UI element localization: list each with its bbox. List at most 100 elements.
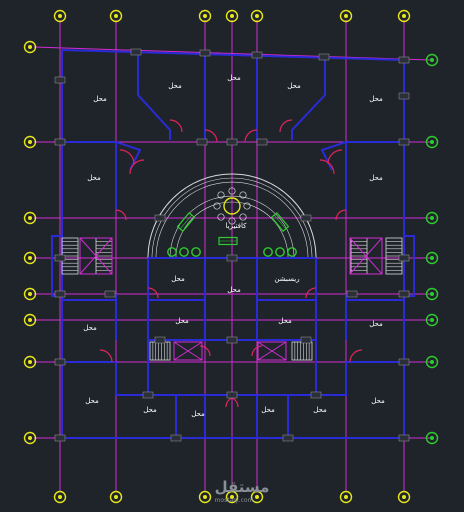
- room-label-shop: محل: [87, 174, 101, 182]
- grid-bubble-dot: [430, 140, 434, 144]
- door-swing: [199, 345, 211, 357]
- room-label-shop: محل: [287, 82, 301, 90]
- dimension-tag: [226, 336, 238, 344]
- grid-bubble-dot: [203, 495, 207, 499]
- dimension-tag: [398, 92, 410, 100]
- round-table: [191, 247, 201, 257]
- door-swing: [305, 287, 317, 299]
- door-swing: [147, 287, 159, 299]
- room-label-shop: محل: [369, 95, 383, 103]
- room-label-shop: محل: [227, 74, 241, 82]
- dimension-tag: [54, 290, 66, 298]
- grid-bubble: [109, 9, 123, 23]
- room-label-shop: محل: [83, 324, 97, 332]
- round-table: [275, 247, 285, 257]
- dimension-tag: [54, 434, 66, 442]
- room-label-shop: محل: [171, 275, 185, 283]
- grid-bubble: [225, 9, 239, 23]
- dimension-tag: [54, 254, 66, 262]
- grid-bubble-dot: [255, 14, 259, 18]
- room-label-shop: محل: [278, 317, 292, 325]
- grid-bubble: [23, 355, 37, 369]
- grid-bubble: [425, 287, 439, 301]
- chair: [228, 187, 236, 195]
- watermark: مستقل mostaql.com: [215, 478, 270, 504]
- watermark-latin: mostaql.com: [215, 497, 254, 504]
- round-table: [179, 247, 189, 257]
- grid-bubble-dot: [28, 360, 32, 364]
- central-table: [223, 197, 241, 215]
- grid-bubble: [425, 313, 439, 327]
- elevator-shaft: [79, 237, 113, 275]
- grid-bubble: [425, 251, 439, 265]
- wall-segment: [137, 52, 171, 140]
- cafeteria-arc: [155, 181, 309, 259]
- dimension-tag: [226, 138, 238, 146]
- grid-bubble: [425, 211, 439, 225]
- door-swing: [115, 209, 127, 221]
- cafeteria-inner-arc: [169, 195, 295, 259]
- elevator-shaft: [349, 237, 383, 275]
- dimension-tag: [318, 53, 330, 61]
- dimension-tag: [398, 56, 410, 64]
- door-swing: [169, 119, 183, 133]
- grid-bubble-dot: [430, 58, 434, 62]
- wall-segment: [61, 49, 405, 61]
- grid-bubble-dot: [28, 256, 32, 260]
- elevator-shaft: [173, 341, 203, 361]
- grid-bubble: [198, 9, 212, 23]
- room-label-cafeteria: كافتيريا: [226, 222, 248, 230]
- dimension-markers: [54, 48, 410, 442]
- grid-bubble: [425, 431, 439, 445]
- grid-bubble-dot: [402, 495, 406, 499]
- grid-bubble-dot: [402, 14, 406, 18]
- room-label-shop: محل: [261, 406, 275, 414]
- dimension-tag: [226, 391, 238, 399]
- grid-bubbles: [23, 9, 439, 504]
- elevator-shaft: [257, 341, 287, 361]
- grid-bubble: [225, 490, 239, 504]
- green-table: [218, 236, 238, 246]
- door-swing: [129, 159, 145, 175]
- grid-bubble-dot: [28, 45, 32, 49]
- dimension-tag: [256, 138, 268, 146]
- room-label-shop: محل: [227, 286, 241, 294]
- room-label-shop: محل: [369, 320, 383, 328]
- dimension-tag: [199, 49, 211, 57]
- grid-bubble: [53, 490, 67, 504]
- room-label-shop: محل: [93, 95, 107, 103]
- grid-bubble: [109, 490, 123, 504]
- grid-bubble-dot: [28, 292, 32, 296]
- dimension-tag: [226, 254, 238, 262]
- grid-bubble: [53, 9, 67, 23]
- room-label-shop: محل: [168, 82, 182, 90]
- chair: [228, 217, 236, 225]
- dimension-tag: [130, 48, 142, 56]
- round-table: [287, 247, 297, 257]
- grid-bubble: [23, 40, 37, 54]
- grid-bubble-dot: [430, 360, 434, 364]
- room-label-shop: محل: [85, 397, 99, 405]
- grid-bubble: [397, 490, 411, 504]
- door-swing: [349, 349, 363, 363]
- round-table: [263, 247, 273, 257]
- dimension-tag: [282, 434, 294, 442]
- grid-bubble-dot: [430, 216, 434, 220]
- room-label-reception: ريسبشن: [274, 275, 299, 283]
- round-table: [167, 247, 177, 257]
- green-table-detail: [179, 214, 193, 230]
- dimension-tag: [398, 290, 410, 298]
- grid-bubble-dot: [28, 216, 32, 220]
- door-swing: [319, 159, 335, 175]
- dimension-tag: [398, 358, 410, 366]
- grid-bubble: [23, 211, 37, 225]
- door-swing: [99, 349, 113, 363]
- dimension-tag: [54, 138, 66, 146]
- grid-bubble: [250, 490, 264, 504]
- dimension-tag: [346, 290, 358, 298]
- dimension-tag: [54, 76, 66, 84]
- grid-bubble-dot: [230, 495, 234, 499]
- grid-bubble-dot: [430, 256, 434, 260]
- dimension-tag: [310, 391, 322, 399]
- green-table: [270, 212, 290, 232]
